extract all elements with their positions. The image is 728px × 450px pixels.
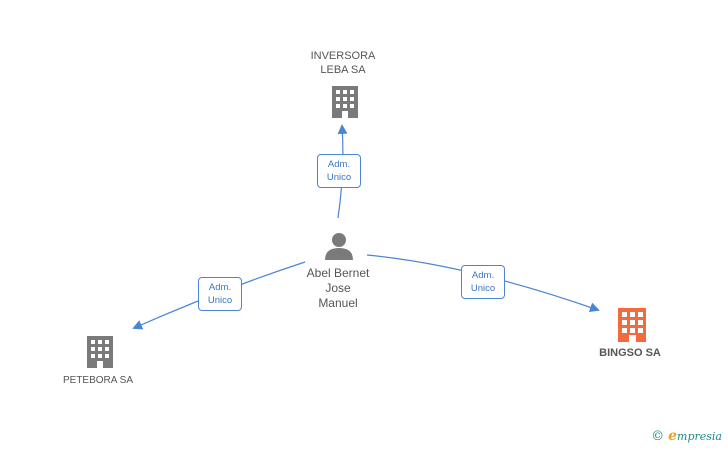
edge-label-line: Adm. xyxy=(208,282,232,293)
company-label-bingso[interactable]: BINGSO SA xyxy=(587,346,673,360)
edge-label-bingso: Adm. Unico xyxy=(461,265,505,299)
person-name-line: Jose xyxy=(325,281,351,295)
edge-label-line: Unico xyxy=(470,283,496,294)
edge-label-line: Unico xyxy=(326,172,352,183)
company-label-petebora[interactable]: PETEBORA SA xyxy=(55,374,141,388)
edge-label-petebora: Adm. Unico xyxy=(198,277,242,311)
person-icon[interactable] xyxy=(325,233,353,260)
brand-initial: e xyxy=(668,428,678,444)
company-label-text: PETEBORA SA xyxy=(62,375,134,386)
company-label-line: INVERSORA xyxy=(310,50,376,62)
company-label-text: BINGSO SA xyxy=(599,347,661,359)
copyright-icon: © xyxy=(651,429,665,444)
edge-label-line: Adm. xyxy=(327,159,351,170)
building-icon[interactable] xyxy=(618,308,646,342)
person-name-line: Manuel xyxy=(318,296,358,310)
person-label[interactable]: Abel Bernet Jose Manuel xyxy=(295,266,381,311)
brand-watermark: ©empresia xyxy=(651,428,722,444)
company-label-inversora[interactable]: INVERSORA LEBA SA xyxy=(300,49,386,77)
brand-name: mpresia xyxy=(677,430,722,443)
edge-label-line: Adm. xyxy=(471,270,495,281)
edge-label-line: Unico xyxy=(207,295,233,306)
building-icon[interactable] xyxy=(332,86,358,118)
building-icon[interactable] xyxy=(87,336,113,368)
company-label-line: LEBA SA xyxy=(320,64,366,76)
edge-label-inversora: Adm. Unico xyxy=(317,154,361,188)
person-name-line: Abel Bernet xyxy=(306,266,370,280)
